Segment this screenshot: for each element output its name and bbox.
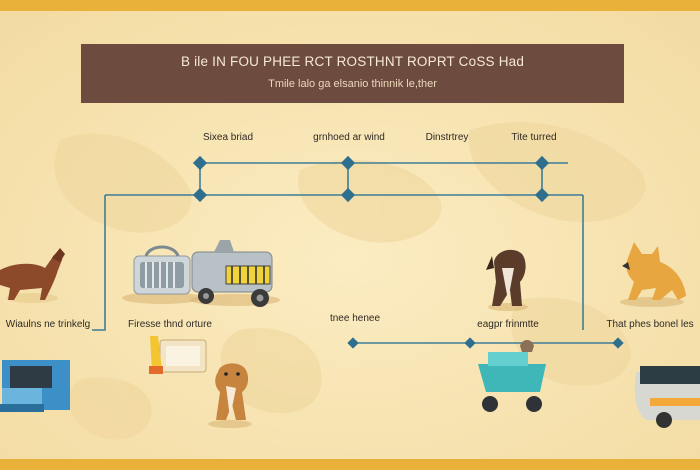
trolley-icon bbox=[478, 340, 546, 412]
sitting-dog-icon bbox=[486, 249, 528, 311]
node bbox=[347, 337, 359, 349]
dog-cart-icon bbox=[190, 240, 280, 307]
sitting-puppy-icon bbox=[208, 363, 252, 428]
node bbox=[464, 337, 476, 349]
node bbox=[340, 187, 356, 203]
bottom-label-1: Wiaulns ne trinkelg bbox=[5, 319, 91, 330]
fox-dog-icon bbox=[620, 242, 686, 307]
bottom-label-4: eagpr frinmtte bbox=[477, 319, 539, 330]
top-label-2: grnhoed ar wind bbox=[313, 132, 385, 143]
bottom-label-3: tnee henee bbox=[329, 313, 381, 324]
world-map-shapes bbox=[54, 122, 646, 440]
banner-title: B ile IN FOU PHEE RCT ROSTHNT ROPRT CoSS… bbox=[180, 54, 525, 69]
pet-carrier-icon bbox=[122, 245, 202, 304]
feeding-bowl-icon bbox=[149, 336, 207, 374]
banner-subtitle: Tmile lalo ga elsanio thinnik le,ther bbox=[268, 78, 437, 90]
bottom-label-5: That phes bonel les bbox=[606, 319, 694, 330]
dog-icon bbox=[0, 248, 65, 303]
top-label-1: Sixea briad bbox=[202, 132, 254, 143]
travel-van-icon bbox=[634, 366, 700, 428]
pet-bed-icon bbox=[0, 360, 70, 412]
top-label-4: Tite turred bbox=[511, 132, 557, 143]
title-banner: B ile IN FOU PHEE RCT ROSTHNT ROPRT CoSS… bbox=[81, 44, 624, 103]
node bbox=[192, 155, 208, 171]
node bbox=[612, 337, 624, 349]
top-label-3: Dinstrtrey bbox=[425, 132, 469, 143]
node bbox=[192, 187, 208, 203]
bottom-label-2: Firesse thnd orture bbox=[128, 319, 212, 330]
connector-nodes bbox=[192, 155, 624, 349]
node bbox=[534, 155, 550, 171]
node bbox=[534, 187, 550, 203]
node bbox=[340, 155, 356, 171]
